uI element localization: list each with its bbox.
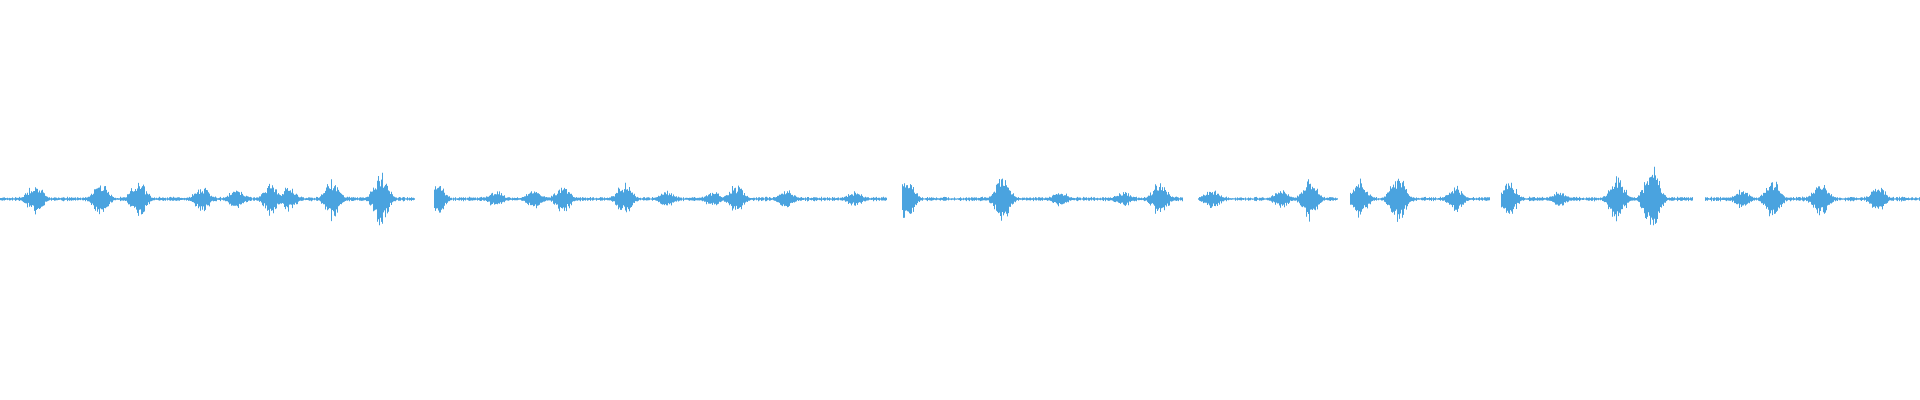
waveform-segment bbox=[434, 182, 887, 213]
waveform-segments bbox=[0, 166, 1920, 226]
waveform-segment bbox=[1705, 181, 1920, 217]
waveform-segment bbox=[0, 172, 415, 226]
waveform-segment bbox=[1350, 178, 1490, 222]
waveform-segment bbox=[1198, 179, 1338, 222]
waveform-segment bbox=[1501, 166, 1693, 226]
waveform-segment bbox=[902, 178, 1183, 221]
